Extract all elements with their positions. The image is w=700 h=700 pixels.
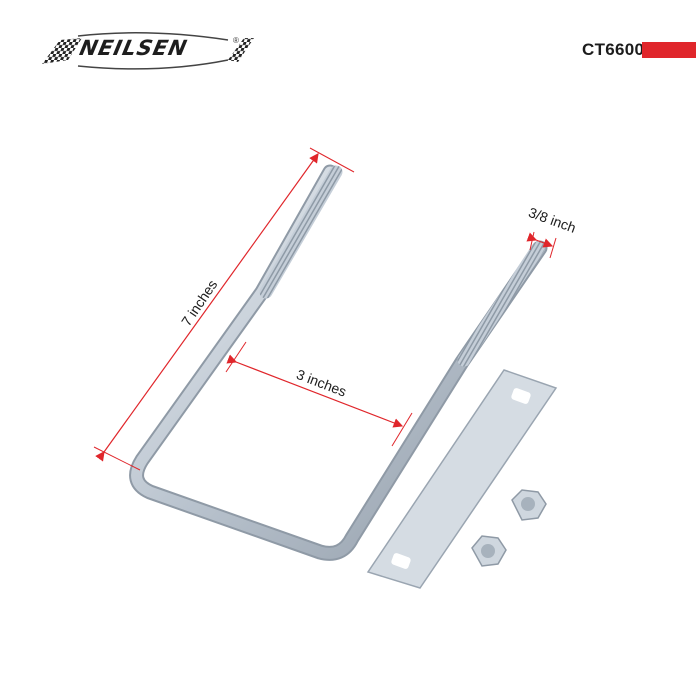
brand-logo: NEILSEN ® bbox=[38, 30, 258, 70]
dimension-length bbox=[93, 147, 355, 471]
accent-bar bbox=[642, 42, 696, 58]
hex-nut bbox=[511, 489, 547, 521]
registered-mark: ® bbox=[233, 36, 239, 45]
hex-nut bbox=[471, 535, 507, 567]
checkered-flag-icon bbox=[42, 32, 254, 70]
product-code: CT6600 bbox=[582, 40, 645, 59]
clamp-plate bbox=[366, 369, 558, 589]
dimension-width bbox=[225, 341, 413, 447]
dimension-thread bbox=[526, 231, 557, 259]
